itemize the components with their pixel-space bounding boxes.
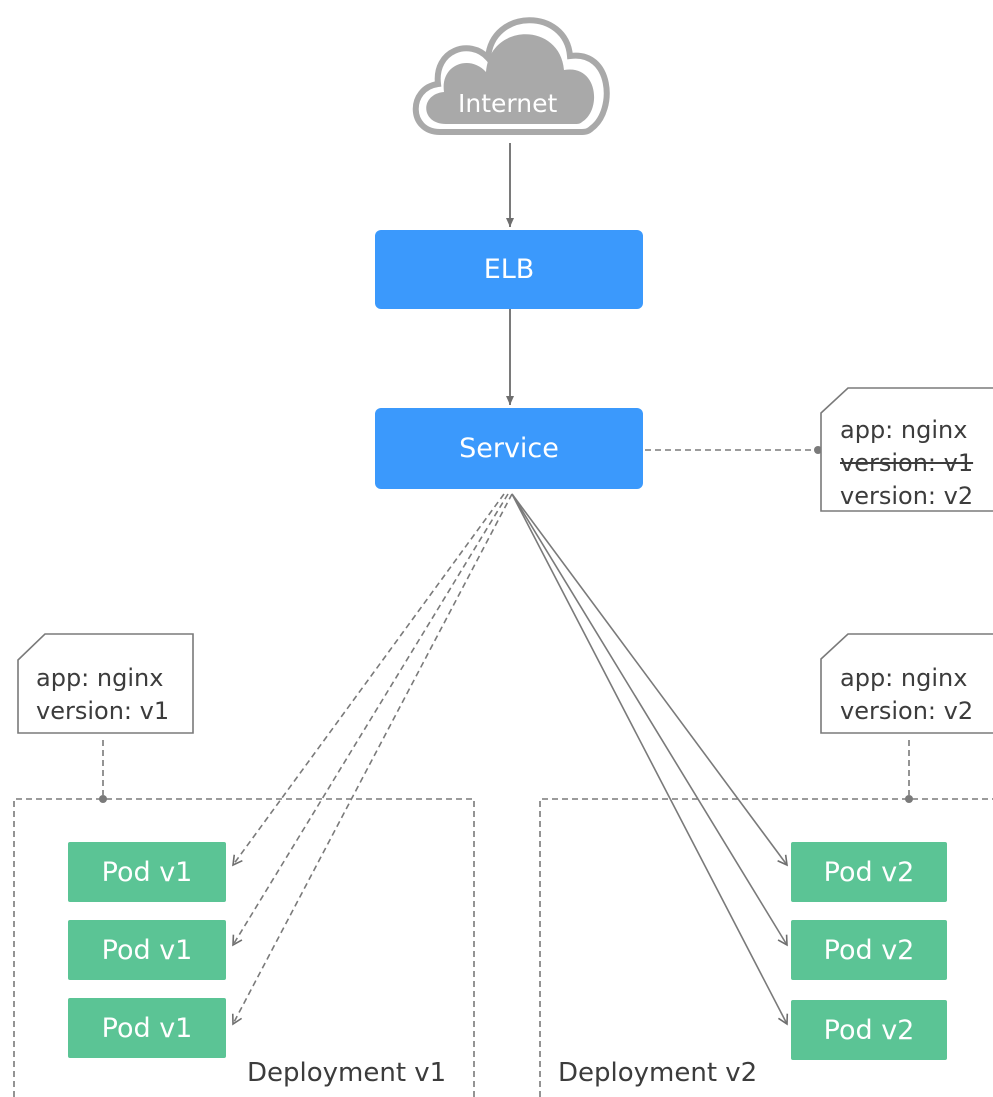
service-to-pod-v1-3-arrow: [231, 493, 513, 1026]
service-to-pod-v2-1-arrow: [511, 493, 788, 867]
service-label-app: app: nginx: [840, 416, 968, 444]
v2-label-version: version: v2: [840, 697, 974, 725]
service-label-version-v2: version: v2: [840, 482, 974, 510]
service-selector-note: [820, 387, 993, 512]
internet-label: Internet: [458, 89, 558, 118]
v2-label-dot: [905, 795, 913, 803]
service-selector-dot: [814, 446, 822, 454]
service-node: Service: [375, 408, 643, 489]
pod-v1-3: Pod v1: [68, 998, 226, 1058]
elb-node: ELB: [375, 230, 643, 309]
pod-v1-1: Pod v1: [68, 842, 226, 902]
v1-label-app: app: nginx: [36, 664, 164, 692]
v2-label-note: [820, 633, 993, 734]
deployment-v1-labels: app: nginx version: v1: [36, 662, 169, 728]
v1-label-version: version: v1: [36, 697, 170, 725]
deployment-v2-label: Deployment v2: [558, 1058, 758, 1088]
v1-label-dot: [99, 795, 107, 803]
deployment-v2-labels: app: nginx version: v2: [840, 662, 973, 728]
service-to-pod-v2-2-arrow: [511, 493, 788, 947]
v2-label-app: app: nginx: [840, 664, 968, 692]
deployment-v1-label: Deployment v1: [247, 1058, 447, 1088]
pod-v2-1: Pod v2: [791, 842, 947, 902]
service-to-pod-v1-2-arrow: [232, 493, 509, 947]
pod-v2-2: Pod v2: [791, 920, 947, 980]
pod-v1-2: Pod v1: [68, 920, 226, 980]
service-label-version-v1: version: v1: [840, 449, 974, 477]
service-to-pod-v2-3-arrow: [511, 493, 789, 1026]
cloud-icon: [412, 17, 610, 135]
v1-label-note: [17, 633, 194, 734]
service-selector-labels: app: nginx version: v1 version: v2: [840, 414, 973, 513]
deployment-v2-boundary: [539, 798, 993, 1097]
service-to-pod-v1-1-arrow: [232, 493, 505, 867]
pod-v2-3: Pod v2: [791, 1000, 947, 1060]
